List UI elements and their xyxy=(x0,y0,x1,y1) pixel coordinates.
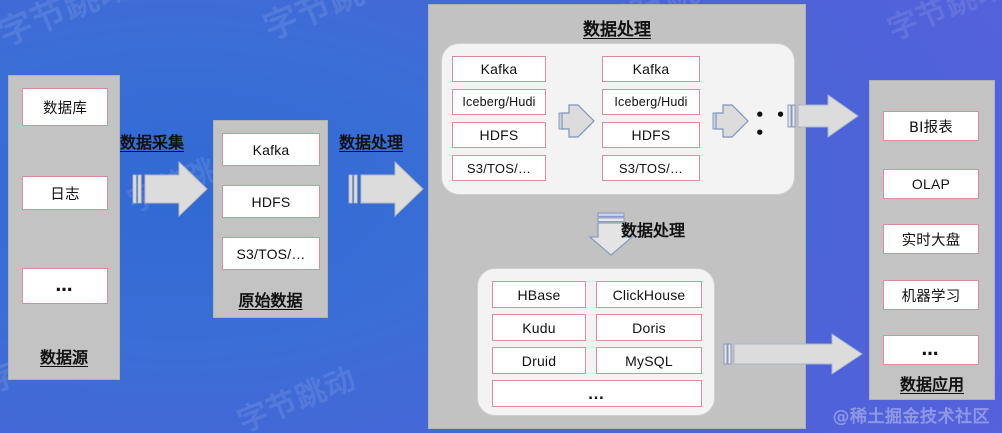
label-data-processing-connector: 数据处理 xyxy=(339,133,404,152)
corner-watermark: @稀土掘金技术社区 xyxy=(832,407,990,427)
storage-item-clickhouse[interactable]: ClickHouse xyxy=(596,281,702,308)
block-arrow-right-icon xyxy=(131,158,209,220)
chevron-arrow-right-icon xyxy=(712,97,750,145)
label-data-source: 数据源 xyxy=(39,348,88,367)
storage-item-mysql[interactable]: MySQL xyxy=(596,347,702,374)
label-data-application: 数据应用 xyxy=(899,375,964,394)
background-watermark: 字节跳动 xyxy=(882,0,1002,48)
storage-item-kudu[interactable]: Kudu xyxy=(492,314,586,341)
block-arrow-right-icon xyxy=(347,158,425,220)
storage-item-druid[interactable]: Druid xyxy=(492,347,586,374)
source-item-0[interactable]: 数据库 xyxy=(22,88,108,126)
block-arrow-right-icon xyxy=(786,92,862,140)
panel-data-application: BI报表 OLAP 实时大盘 机器学习 … 数据应用 xyxy=(869,80,995,400)
pipeline-stage0-item1[interactable]: Iceberg/Hudi xyxy=(452,89,546,115)
app-item-3[interactable]: 机器学习 xyxy=(883,280,979,310)
storage-item-hbase[interactable]: HBase xyxy=(492,281,586,308)
panel-data-source: 数据库 日志 … 数据源 xyxy=(8,75,120,380)
label-data-collection: 数据采集 xyxy=(120,133,185,152)
background-watermark: 字节跳动 xyxy=(257,0,403,49)
source-item-2[interactable]: … xyxy=(22,268,108,304)
storage-item-doris[interactable]: Doris xyxy=(596,314,702,341)
title-data-processing: 数据处理 xyxy=(583,20,651,40)
pipeline-stage0-item0[interactable]: Kafka xyxy=(452,56,546,82)
group-pipeline: Kafka Iceberg/Hudi HDFS S3/TOS/… Kafka I… xyxy=(441,43,795,195)
background-watermark: 字节跳动 xyxy=(0,0,138,55)
panel-raw-data: Kafka HDFS S3/TOS/… 原始数据 xyxy=(213,120,328,318)
raw-item-1[interactable]: HDFS xyxy=(222,185,320,218)
pipeline-stage1-item2[interactable]: HDFS xyxy=(602,122,700,148)
app-item-4[interactable]: … xyxy=(883,335,979,365)
panel-data-processing: 数据处理 Kafka Iceberg/Hudi HDFS S3/TOS/… Ka… xyxy=(428,4,806,429)
app-item-2[interactable]: 实时大盘 xyxy=(883,224,979,254)
pipeline-stage1-item3[interactable]: S3/TOS/… xyxy=(602,155,700,181)
group-storage: HBase ClickHouse Kudu Doris Druid MySQL … xyxy=(477,268,715,416)
app-item-1[interactable]: OLAP xyxy=(883,169,979,199)
raw-item-2[interactable]: S3/TOS/… xyxy=(222,237,320,270)
pipeline-stage1-item0[interactable]: Kafka xyxy=(602,56,700,82)
chevron-arrow-right-icon xyxy=(558,97,596,145)
source-item-1[interactable]: 日志 xyxy=(22,176,108,210)
storage-item-more[interactable]: … xyxy=(492,380,702,407)
block-arrow-right-icon xyxy=(722,330,866,378)
pipeline-continuation: • • • xyxy=(755,106,789,142)
label-raw-data: 原始数据 xyxy=(238,291,303,310)
label-to-storage: 数据处理 xyxy=(621,221,686,240)
background-watermark: 字节跳动 xyxy=(232,360,362,433)
raw-item-0[interactable]: Kafka xyxy=(222,133,320,166)
block-arrow-down-icon xyxy=(584,211,640,257)
pipeline-stage0-item2[interactable]: HDFS xyxy=(452,122,546,148)
pipeline-stage1-item1[interactable]: Iceberg/Hudi xyxy=(602,89,700,115)
app-item-0[interactable]: BI报表 xyxy=(883,111,979,141)
pipeline-stage0-item3[interactable]: S3/TOS/… xyxy=(452,155,546,181)
